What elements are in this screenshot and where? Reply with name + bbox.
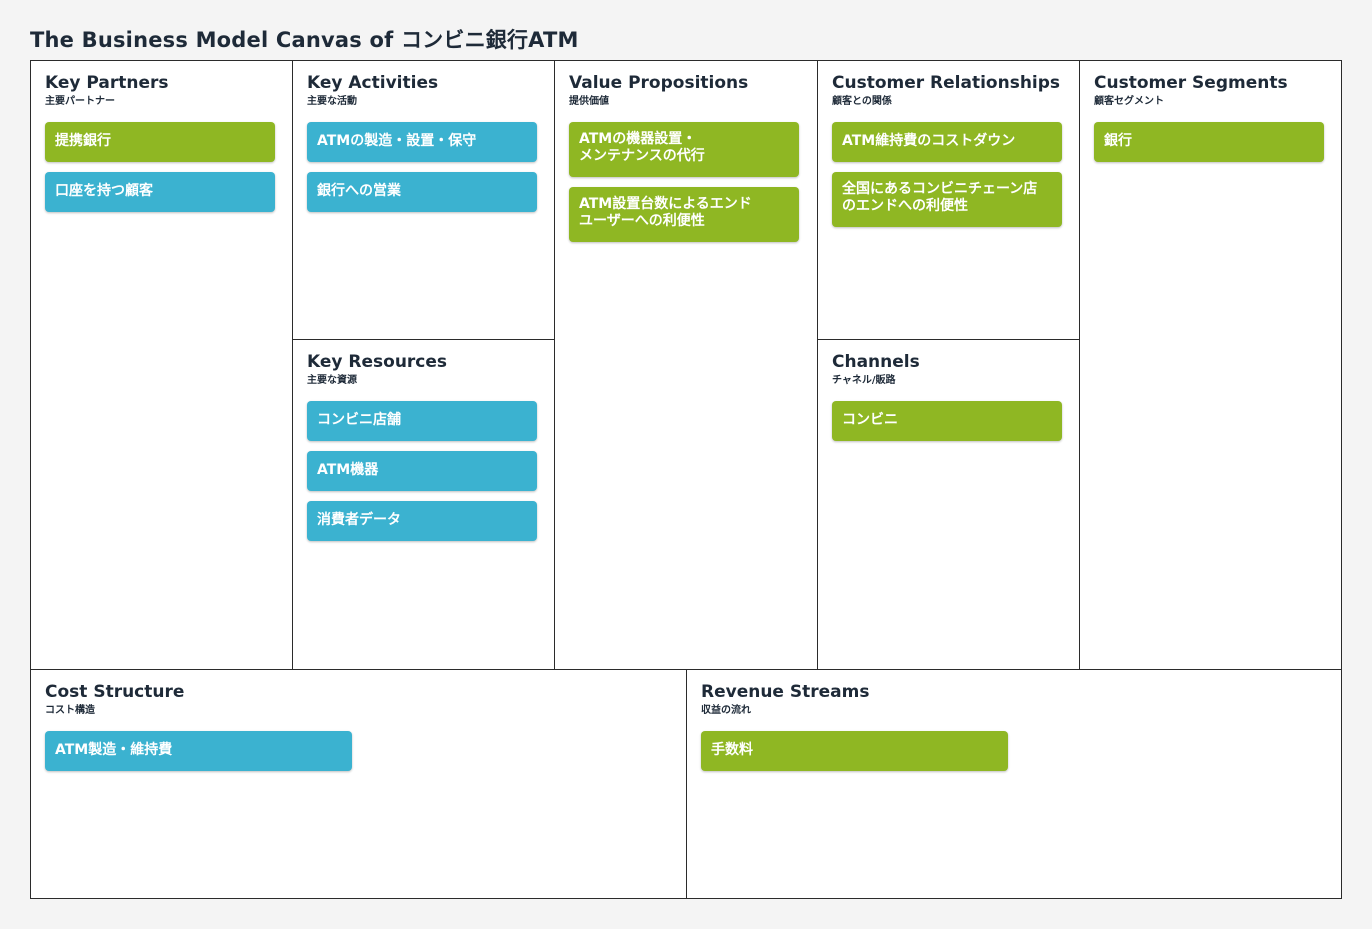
block-subtitle: 顧客セグメント: [1094, 96, 1164, 107]
block-customer-segments: Customer Segments 顧客セグメント 銀行: [1080, 61, 1341, 670]
sticky-card: コンビニ店舗: [307, 401, 537, 441]
sticky-card: 手数料: [701, 731, 1008, 771]
block-title: Channels: [832, 352, 920, 372]
block-title: Value Propositions: [569, 73, 749, 93]
block-title: Cost Structure: [45, 682, 185, 702]
sticky-card: 消費者データ: [307, 501, 537, 541]
block-subtitle: 主要な活動: [307, 96, 357, 107]
block-subtitle: チャネル/販路: [832, 375, 896, 386]
block-key-resources: Key Resources 主要な資源 コンビニ店舗 ATM機器消費者データ: [293, 340, 555, 670]
block-value-propositions: Value Propositions 提供価値 ATMの機器設置・ メンテナンス…: [555, 61, 818, 670]
card-list: ATM維持費のコストダウン全国にあるコンビニチェーン店 のエンドへの利便性: [832, 122, 1065, 227]
sticky-card: コンビニ: [832, 401, 1062, 441]
block-subtitle: コスト構造: [45, 705, 95, 716]
block-key-partners: Key Partners 主要パートナー 提携銀行口座を持つ顧客: [31, 61, 293, 670]
block-customer-relationships: Customer Relationships 顧客との関係 ATM維持費のコスト…: [818, 61, 1080, 340]
block-subtitle: 主要パートナー: [45, 96, 115, 107]
block-subtitle: 収益の流れ: [701, 705, 751, 716]
block-title: Key Partners: [45, 73, 169, 93]
sticky-card: 提携銀行: [45, 122, 275, 162]
block-title: Customer Relationships: [832, 73, 1061, 93]
block-channels: Channels チャネル/販路 コンビニ: [818, 340, 1080, 670]
sticky-card: ATM機器: [307, 451, 537, 491]
card-list: ATMの製造・設置・保守銀行への営業: [307, 122, 540, 212]
sticky-card: 口座を持つ顧客: [45, 172, 275, 212]
card-list: 銀行: [1094, 122, 1327, 162]
business-model-canvas: Key Partners 主要パートナー 提携銀行口座を持つ顧客 Key Act…: [30, 60, 1342, 899]
block-cost-structure: Cost Structure コスト構造 ATM製造・維持費: [31, 669, 687, 898]
sticky-card: 銀行への営業: [307, 172, 537, 212]
block-title: Key Activities: [307, 73, 439, 93]
card-list: 手数料: [701, 731, 1327, 771]
block-subtitle: 顧客との関係: [832, 96, 892, 107]
block-title: Customer Segments: [1094, 73, 1288, 93]
card-list: ATM製造・維持費: [45, 731, 672, 771]
block-key-activities: Key Activities 主要な活動 ATMの製造・設置・保守銀行への営業: [293, 61, 555, 340]
card-list: 提携銀行口座を持つ顧客: [45, 122, 278, 212]
sticky-card: ATM維持費のコストダウン: [832, 122, 1062, 162]
card-list: コンビニ: [832, 401, 1065, 441]
sticky-card: ATM製造・維持費: [45, 731, 352, 771]
sticky-card: ATMの機器設置・ メンテナンスの代行: [569, 122, 799, 177]
block-subtitle: 提供価値: [569, 96, 609, 107]
sticky-card: 銀行: [1094, 122, 1324, 162]
page-title: The Business Model Canvas of コンビニ銀行ATM: [30, 28, 579, 52]
sticky-card: ATM設置台数によるエンド ユーザーへの利便性: [569, 187, 799, 242]
sticky-card: ATMの製造・設置・保守: [307, 122, 537, 162]
card-list: ATMの機器設置・ メンテナンスの代行 ATM設置台数によるエンド ユーザーへの利…: [569, 122, 803, 242]
block-title: Revenue Streams: [701, 682, 870, 702]
card-list: コンビニ店舗 ATM機器消費者データ: [307, 401, 540, 541]
sticky-card: 全国にあるコンビニチェーン店 のエンドへの利便性: [832, 172, 1062, 227]
block-title: Key Resources: [307, 352, 448, 372]
block-subtitle: 主要な資源: [307, 375, 357, 386]
block-revenue-streams: Revenue Streams 収益の流れ 手数料: [687, 669, 1341, 898]
